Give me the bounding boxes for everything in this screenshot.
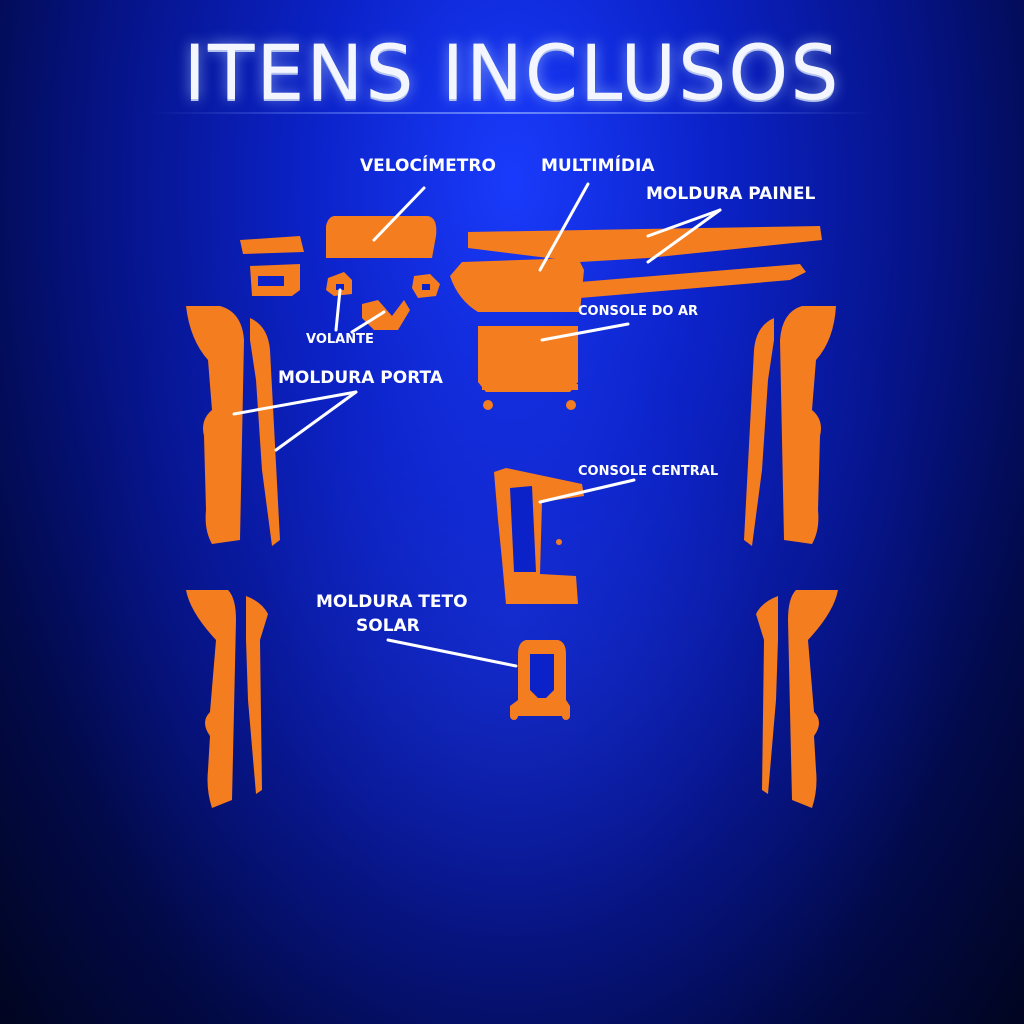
steering-right-cutout xyxy=(422,284,430,290)
dash-lower-trim xyxy=(580,264,806,298)
leader-porta-2 xyxy=(274,390,358,452)
leader-painel-1 xyxy=(646,208,722,238)
door-frame-front-right-inner xyxy=(744,318,774,546)
leader-painel-2 xyxy=(646,208,722,264)
leader-console-central xyxy=(538,478,636,504)
air-console-foot-right xyxy=(566,400,576,410)
dash-left-strip xyxy=(240,236,304,254)
leader-velocimetro xyxy=(372,186,426,242)
center-console-dot xyxy=(556,539,562,545)
center-console-piece xyxy=(494,468,584,604)
air-console-piece xyxy=(478,326,578,392)
leader-volante-1 xyxy=(334,288,342,332)
speedometer-piece xyxy=(326,216,437,258)
door-frame-front-right-outer xyxy=(780,306,836,544)
leader-console-ar xyxy=(540,322,630,342)
label-moldura-painel: MOLDURA PAINEL xyxy=(646,184,816,204)
sunroof-cutout xyxy=(530,654,554,698)
title-underline xyxy=(150,112,874,114)
door-frame-front-left-inner xyxy=(250,318,280,546)
label-volante: VOLANTE xyxy=(306,332,374,347)
multimedia-piece xyxy=(450,258,584,312)
door-frame-rear-left-outer xyxy=(186,590,236,808)
door-frame-rear-right-outer xyxy=(788,590,838,808)
label-velocimetro: VELOCÍMETRO xyxy=(360,156,496,176)
switch-cutout xyxy=(258,276,284,286)
sunroof-foot-left xyxy=(510,712,518,720)
leader-teto-solar xyxy=(386,638,518,668)
steering-center-piece xyxy=(362,300,410,330)
air-console-bar xyxy=(482,384,578,390)
door-frame-rear-left-inner xyxy=(246,596,268,794)
steering-left-cutout xyxy=(336,284,344,290)
label-console-do-ar: CONSOLE DO AR xyxy=(578,304,699,319)
label-moldura-porta: MOLDURA PORTA xyxy=(278,368,443,388)
dash-upper-trim xyxy=(468,226,822,262)
leader-volante-2 xyxy=(350,310,386,334)
sunroof-foot-right xyxy=(562,712,570,720)
door-frame-rear-right-inner xyxy=(756,596,778,794)
label-multimidia: MULTIMÍDIA xyxy=(541,156,655,176)
page-title: ITENS INCLUSOS xyxy=(183,28,841,117)
label-moldura-teto-line2: SOLAR xyxy=(356,616,420,636)
center-console-cutout xyxy=(510,486,536,572)
label-console-central: CONSOLE CENTRAL xyxy=(578,464,719,479)
label-moldura-teto-line1: MOLDURA TETO xyxy=(316,592,468,612)
leader-multimidia xyxy=(538,182,590,272)
leader-porta-1 xyxy=(232,390,358,416)
door-frame-front-left-outer xyxy=(186,306,244,544)
air-console-foot-left xyxy=(483,400,493,410)
